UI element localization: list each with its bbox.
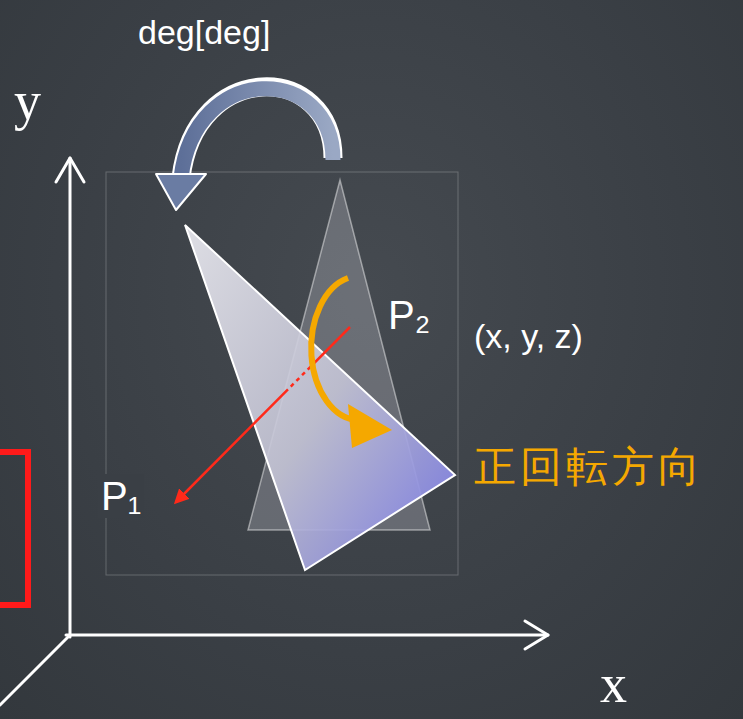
point-label: P₁ bbox=[98, 474, 144, 518]
rotated-triangle bbox=[185, 225, 455, 570]
angle-arrow-head bbox=[156, 174, 206, 210]
rotation-direction-arc bbox=[311, 278, 358, 420]
angle-arrow bbox=[181, 89, 333, 178]
rotation-direction-head bbox=[348, 404, 392, 448]
angle-label: deg[deg] bbox=[138, 14, 270, 51]
x-axis-head bbox=[525, 621, 548, 649]
rotation-axis bbox=[176, 327, 350, 502]
axis-label: y bbox=[14, 72, 41, 131]
z-axis bbox=[0, 635, 70, 705]
point-label: P₂ bbox=[388, 293, 430, 337]
direction-label: 正回転方向 bbox=[474, 444, 704, 490]
axis-label: x bbox=[600, 655, 627, 714]
x-axis bbox=[66, 634, 548, 637]
y-axis-head bbox=[56, 158, 84, 182]
bracket bbox=[0, 452, 28, 605]
y-axis bbox=[69, 158, 72, 637]
axes bbox=[0, 158, 548, 705]
coordinate-label: (x, y, z) bbox=[474, 318, 583, 355]
bounding-box bbox=[106, 172, 458, 575]
angle-arrow-outline bbox=[181, 87, 333, 178]
